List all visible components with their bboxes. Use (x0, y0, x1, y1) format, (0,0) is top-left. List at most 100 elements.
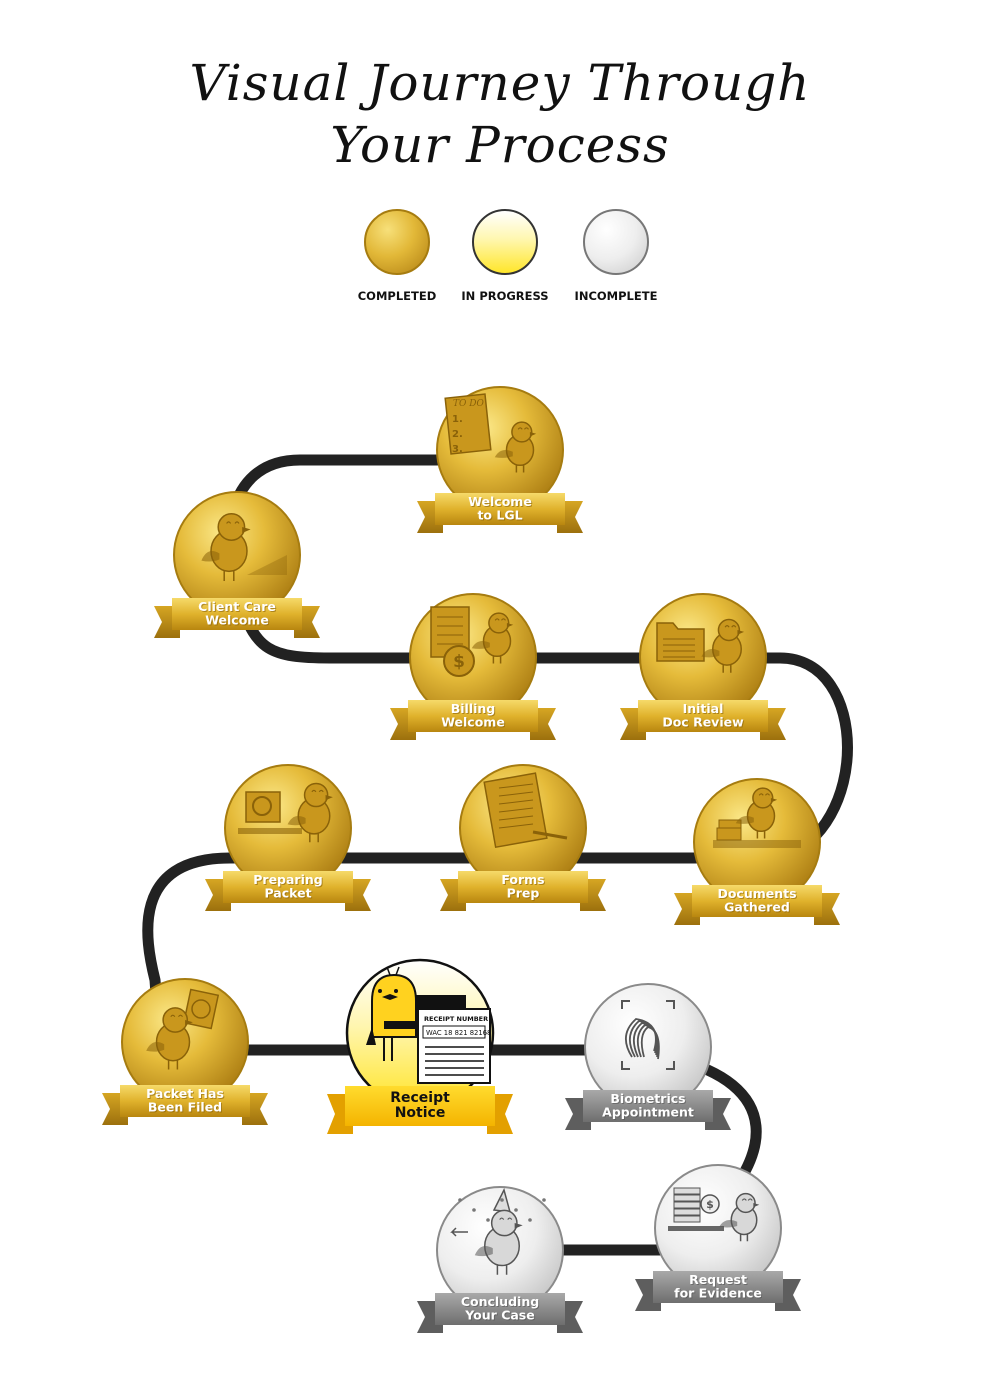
step-label-shadow: Client Care (199, 600, 277, 615)
desk-magnifier-icon (238, 782, 333, 843)
todo-title: TO DO (453, 399, 484, 409)
step-label-line-1: Biometrics (610, 1091, 685, 1106)
page-title: Visual Journey Through Your Process (0, 52, 1000, 176)
party-bird-icon (450, 1187, 546, 1275)
todo-item: 1. (452, 414, 463, 425)
pen-and-form-icon (483, 772, 568, 849)
receipt-card-icon: RECEIPT NUMBER WAC 18 821 82168 (366, 966, 491, 1084)
step-label-shadow: Gathered (725, 901, 791, 916)
step-biometrics: BiometricsBiometricsAppointmentAppointme… (565, 983, 731, 1130)
svg-text:$: $ (453, 652, 465, 672)
step-label-shadow: Request (690, 1273, 748, 1288)
step-label-line-2: Your Case (464, 1308, 534, 1323)
receipt-number-value: WAC 18 821 82168 (426, 1029, 491, 1037)
document-stack-icon (713, 787, 801, 848)
legend-incomplete-label: INCOMPLETE (574, 289, 658, 303)
step-label-shadow: Concluding (462, 1295, 540, 1310)
step-label-line-1: Concluding (461, 1294, 539, 1309)
step-label-shadow: Your Case (465, 1309, 535, 1324)
legend-in-progress: IN PROGRESS (445, 209, 565, 303)
step-label-line-2: Prep (507, 886, 540, 901)
legend-in-progress-label: IN PROGRESS (461, 289, 549, 303)
books-and-coin-icon: $ (668, 1187, 760, 1242)
step-label-line-2: Gathered (724, 900, 790, 915)
todo-item: 2. (452, 429, 463, 440)
step-label-line-2: Welcome (205, 613, 269, 628)
bird-with-box-icon (201, 513, 287, 581)
fingerprint-icon (621, 1000, 675, 1070)
step-label-line-2: Welcome (441, 715, 505, 730)
step-label-line-1: Initial (683, 701, 724, 716)
todo-list-icon: TO DO 1. 2. 3. (444, 393, 537, 473)
step-label-line-1: Receipt (390, 1090, 450, 1106)
step-label-shadow: Packet Has (147, 1087, 225, 1102)
step-label-shadow: for Evidence (675, 1287, 763, 1302)
step-label-shadow: Packet (265, 887, 312, 902)
step-label-shadow: Biometrics (611, 1092, 686, 1107)
step-label-shadow: to LGL (478, 509, 523, 524)
step-label-line-1: Welcome (468, 494, 532, 509)
receipt-number-label: RECEIPT NUMBER (424, 1015, 488, 1023)
bird-with-packet-icon (146, 988, 220, 1070)
step-label-shadow: Welcome (469, 495, 533, 510)
legend-incomplete-swatch (583, 209, 649, 275)
step-label-line-1: Request (689, 1272, 747, 1287)
legend-completed: COMPLETED (337, 209, 457, 303)
step-label-shadow: Been Filed (149, 1101, 223, 1116)
svg-text:$: $ (706, 1198, 714, 1211)
step-label-shadow: Billing (452, 702, 497, 717)
step-label-shadow: Welcome (206, 614, 270, 629)
step-label-line-2: to LGL (477, 508, 522, 523)
step-label-line-2: Notice (395, 1105, 446, 1121)
title-line-2: Your Process (330, 116, 670, 174)
step-label-line-1: Client Care (198, 599, 276, 614)
step-label-line-2: Been Filed (148, 1100, 222, 1115)
step-label-shadow: Documents (718, 887, 797, 902)
step-label-shadow: Appointment (603, 1106, 695, 1121)
step-label-shadow: Initial (684, 702, 725, 717)
step-label-line-1: Preparing (253, 872, 322, 887)
step-label-shadow: Preparing (254, 873, 323, 888)
step-label-line-2: Appointment (602, 1105, 694, 1120)
step-label-line-2: Doc Review (662, 715, 744, 730)
step-label-line-2: for Evidence (674, 1286, 762, 1301)
step-ribbon: BiometricsBiometricsAppointmentAppointme… (565, 1090, 731, 1130)
step-label-shadow: Prep (508, 887, 541, 902)
legend-in-progress-swatch (472, 209, 538, 275)
step-label-line-1: Billing (451, 701, 496, 716)
legend-completed-label: COMPLETED (357, 289, 437, 303)
step-receipt-notice: RECEIPT NUMBER WAC 18 821 82168ReceiptNot… (327, 958, 513, 1134)
step-label-shadow: Doc Review (663, 716, 745, 731)
legend-incomplete: INCOMPLETE (556, 209, 676, 303)
step-label-shadow: Forms (502, 873, 545, 888)
step-label-shadow: Welcome (442, 716, 506, 731)
dollar-coin-icon: $ (430, 606, 514, 677)
title-line-1: Visual Journey Through (189, 54, 811, 112)
legend-completed-swatch (364, 209, 430, 275)
step-label-line-1: Packet Has (146, 1086, 224, 1101)
step-label-line-1: Forms (501, 872, 544, 887)
todo-item: 3. (452, 444, 463, 455)
step-label-line-1: Documents (717, 886, 796, 901)
